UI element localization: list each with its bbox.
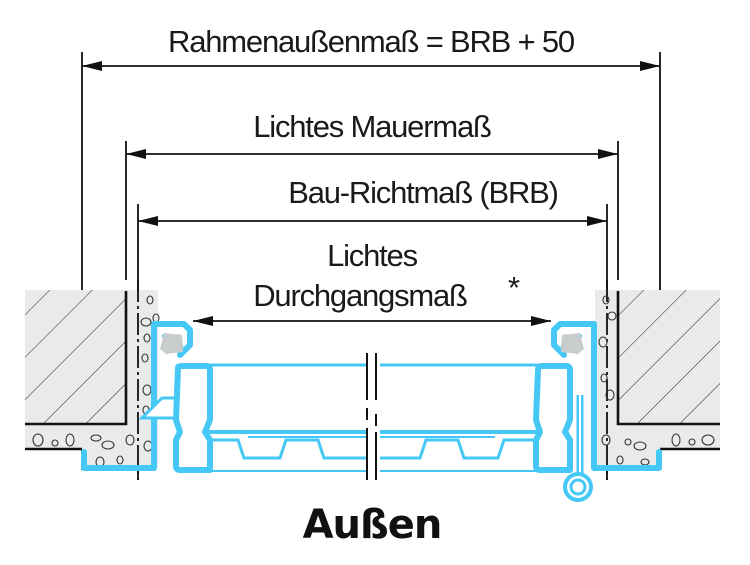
footnote-asterisk: * [508,270,520,305]
door-frame-right [551,321,662,502]
dimension-lichtes-mauermass: Lichtes Mauermaß [125,109,619,280]
dimension-label-durchgangsmass-line2: Durchgangsmaß [253,278,467,313]
break-line [366,353,377,480]
left-wall [25,280,160,480]
dimension-label-lichtes-line1: Lichtes [327,238,418,273]
dimension-label-lichtes-mauermass: Lichtes Mauermaß [253,109,491,144]
door-leaf [173,353,573,480]
dimension-lichtes-durchgangsmass: Lichtes Durchgangsmaß * [193,238,551,326]
concrete-texture-right [598,295,715,466]
dimension-rahmenaussenmass: Rahmenaußenmaß = BRB + 50 [81,24,661,470]
right-wall [595,280,720,480]
side-label-aussen: Außen [303,502,442,548]
dimension-label-rahmenaussenmass: Rahmenaußenmaß = BRB + 50 [168,24,575,59]
dimension-label-bau-richtmass: Bau-Richtmaß (BRB) [288,175,558,210]
